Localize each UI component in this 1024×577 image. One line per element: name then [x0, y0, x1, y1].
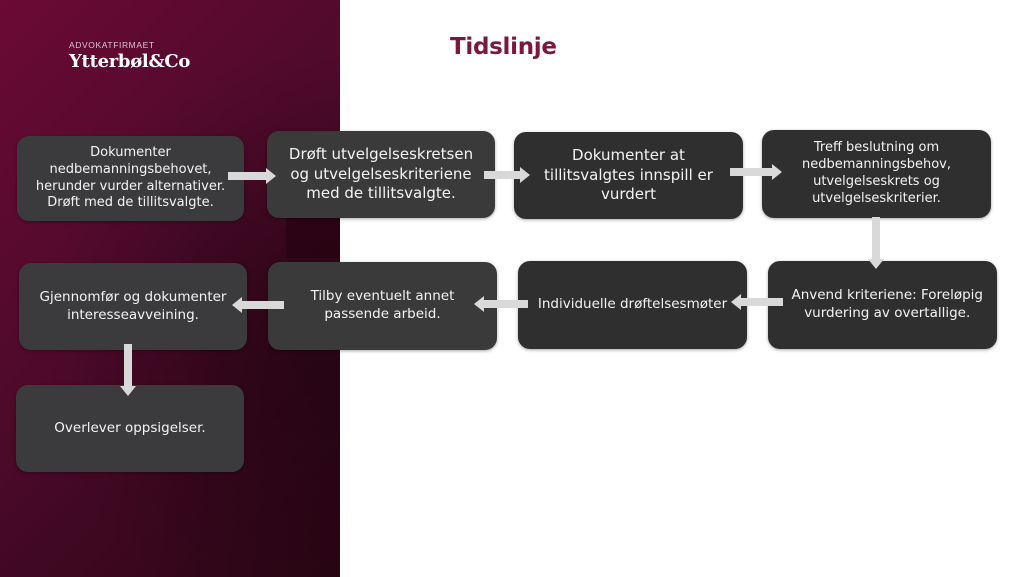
step-box-1: Dokumenter nedbemanningsbehovet, herunde… — [17, 136, 244, 221]
step-box-5: Anvend kriteriene: Foreløpig vurdering a… — [768, 261, 997, 349]
page-title: Tidslinje — [450, 34, 557, 60]
arrow-down-icon — [868, 217, 884, 269]
logo-wordmark: Ytterbøl&Co — [69, 51, 191, 72]
step-text: Treff beslutning om nedbemanningsbehov, … — [802, 140, 951, 206]
step-text: Overlever oppsigelser. — [54, 419, 206, 436]
step-box-2: Drøft utvelgelseskretsen og utvelgelsesk… — [267, 131, 495, 218]
step-text: Tilby eventuelt annet passende arbeid. — [310, 288, 455, 322]
step-box-7: Tilby eventuelt annet passende arbeid. — [268, 262, 497, 350]
step-box-6: Individuelle drøftelsesmøter — [518, 261, 747, 349]
step-text: Dokumenter nedbemanningsbehovet, herunde… — [35, 144, 226, 211]
step-box-8: Gjennomfør og dokumenter interesseavvein… — [19, 263, 247, 350]
step-box-9: Overlever oppsigelser. — [16, 385, 244, 472]
company-logo: ADVOKATFIRMAET Ytterbøl&Co — [69, 40, 190, 72]
arrow-down-icon — [120, 344, 136, 396]
step-text: Individuelle drøftelsesmøter — [537, 296, 728, 313]
step-box-3: Dokumenter at tillitsvalgtes innspill er… — [514, 132, 743, 219]
logo-subtitle: ADVOKATFIRMAET — [69, 40, 155, 50]
arrow-right-icon — [484, 167, 530, 183]
arrow-left-icon — [232, 297, 284, 313]
step-text: Gjennomfør og dokumenter interesseavvein… — [39, 288, 227, 323]
arrow-right-icon — [228, 168, 276, 184]
step-text: Anvend kriteriene: Foreløpig vurdering a… — [791, 287, 983, 321]
step-box-4: Treff beslutning om nedbemanningsbehov, … — [762, 130, 991, 218]
arrow-left-icon — [731, 294, 783, 310]
decorative-shadow — [286, 218, 340, 258]
arrow-right-icon — [730, 164, 782, 180]
arrow-left-icon — [474, 296, 528, 312]
step-text: Drøft utvelgelseskretsen og utvelgelsesk… — [288, 145, 474, 203]
step-text: Dokumenter at tillitsvalgtes innspill er… — [544, 146, 713, 204]
